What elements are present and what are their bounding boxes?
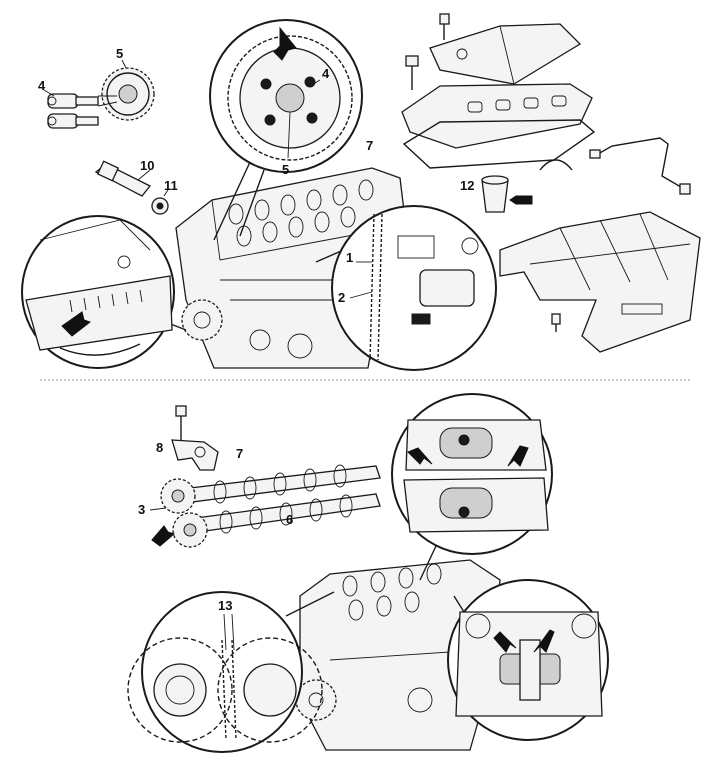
label-2: 2 xyxy=(338,290,345,305)
magnifier-pulley-marks xyxy=(21,215,175,369)
part-10 xyxy=(94,160,152,197)
label-7-upper: 7 xyxy=(366,138,373,153)
lower-panel: 8 7 3 6 13 xyxy=(127,393,609,753)
label-11: 11 xyxy=(164,178,178,193)
label-7-lower: 7 xyxy=(236,446,243,461)
magnifier-sprocket xyxy=(209,19,363,173)
label-3: 3 xyxy=(138,502,145,517)
intake-manifold xyxy=(499,211,701,353)
magnifier-timing-chain xyxy=(331,205,497,371)
bearing-cap-part-8 xyxy=(171,405,219,471)
valve-cover-assembly xyxy=(401,13,691,213)
label-4-magnifier: 4 xyxy=(322,66,330,81)
label-10: 10 xyxy=(140,158,154,173)
seal-part-11 xyxy=(151,189,169,215)
label-8: 8 xyxy=(156,440,163,455)
magnifier-chain-marks xyxy=(127,591,323,753)
label-13: 13 xyxy=(218,598,232,613)
lower-labels: 8 7 3 6 13 xyxy=(138,440,293,613)
upper-labels: 4 5 4 5 7 10 11 12 1 2 xyxy=(38,46,474,305)
upper-panel: 4 5 4 5 7 10 11 12 1 2 xyxy=(21,13,701,371)
camshafts-6-7 xyxy=(149,464,381,548)
magnifier-bearing-caps xyxy=(391,393,553,555)
bolts-part-4 xyxy=(43,89,99,129)
sprocket-part-5 xyxy=(97,59,155,121)
leader-lines-lower xyxy=(285,545,465,617)
label-6: 6 xyxy=(286,512,293,527)
label-12: 12 xyxy=(460,178,474,193)
magnifier-cap-alignment xyxy=(447,579,609,741)
label-5-magnifier: 5 xyxy=(282,162,289,177)
label-5-upper-left: 5 xyxy=(116,46,123,61)
label-4-upper-left: 4 xyxy=(38,78,46,93)
label-1: 1 xyxy=(346,250,353,265)
